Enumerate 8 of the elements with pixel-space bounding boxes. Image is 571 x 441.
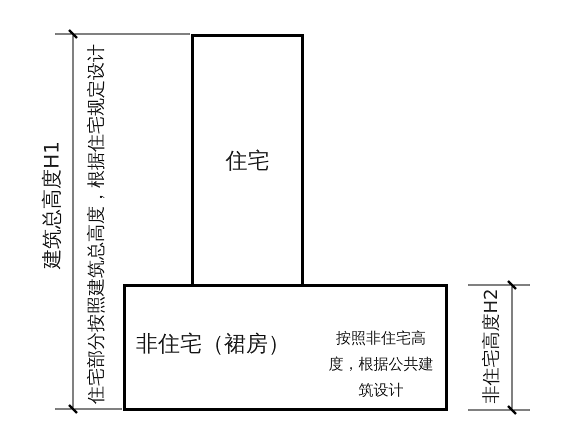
tower-label: 住宅 xyxy=(226,148,270,176)
dimension-label: 非住宅高度H2 xyxy=(480,288,503,404)
dimension-label: 建筑总高度H1 xyxy=(38,141,64,269)
note-text: 住宅部分按照建筑总高度，根据住宅规定设计 xyxy=(85,44,108,404)
podium-label: 非住宅（裙房） xyxy=(136,331,290,359)
tower-block xyxy=(191,34,304,287)
note-text: 按照非住宅高度，根据公共建筑设计 xyxy=(328,328,434,401)
podium-block xyxy=(123,284,448,411)
